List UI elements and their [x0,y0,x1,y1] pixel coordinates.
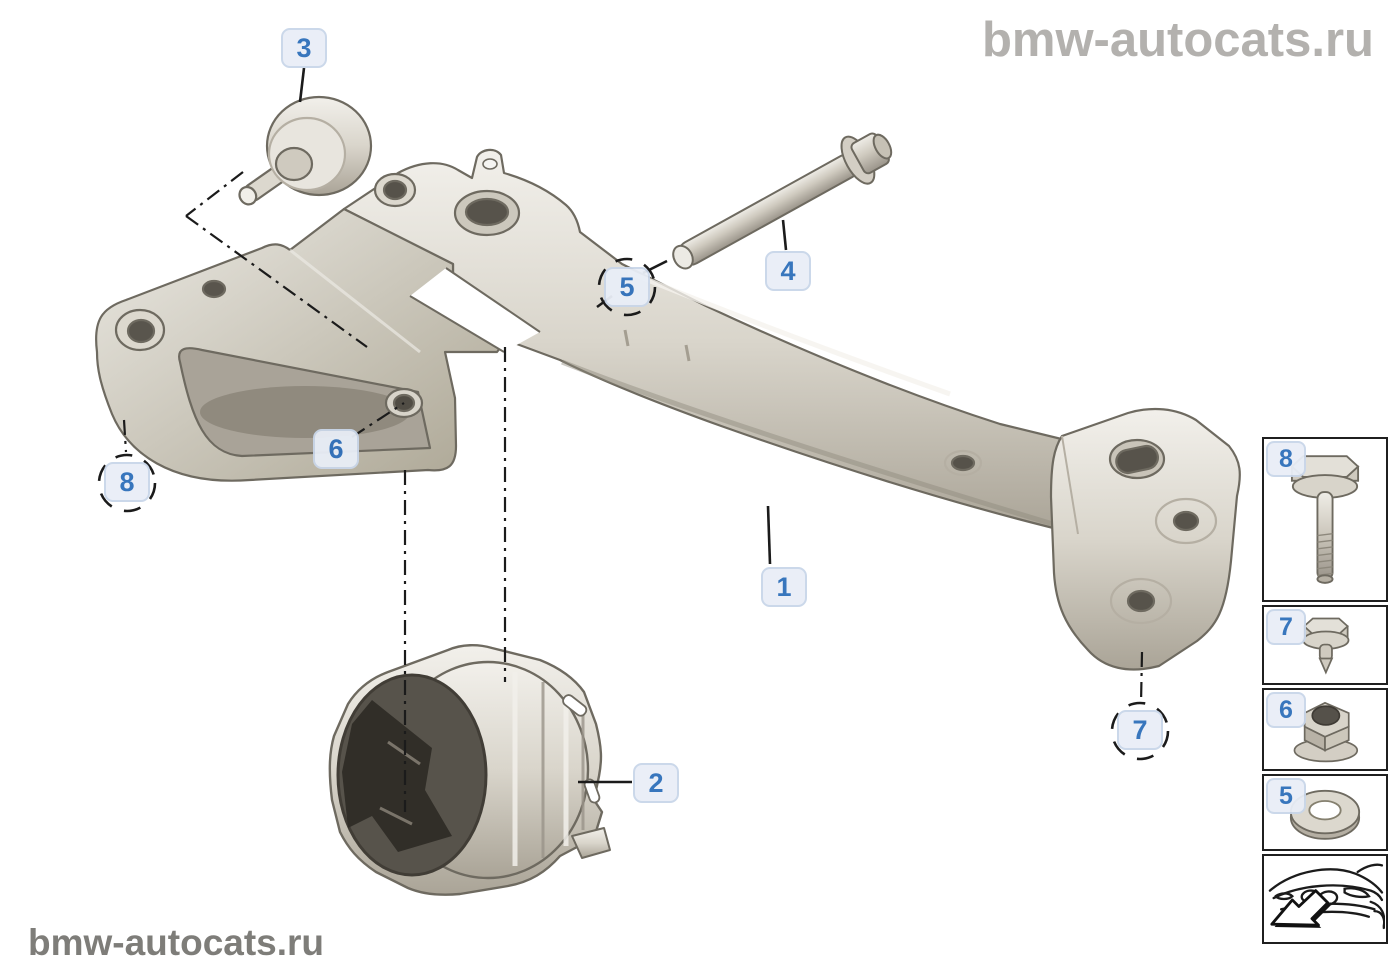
right-mount-plate [1049,407,1241,671]
legend-item-7[interactable]: 7 [1262,605,1388,685]
left-support-bracket [95,207,508,482]
watermark-top-right: bmw-autocats.ru [981,13,1374,67]
grommet-part-3 [238,95,373,206]
legend-panel: 8 7 [1262,437,1388,947]
bracket-beam-notch [409,267,541,353]
legend-item-5[interactable]: 5 [1262,774,1388,851]
crossmember-beam-part-1 [342,148,1084,536]
callout-3[interactable]: 3 [281,28,327,68]
legend-badge-7: 7 [1266,609,1306,645]
legend-badge-6: 6 [1266,692,1306,728]
washer-icon [1289,789,1361,840]
flange-nut-icon [1293,701,1359,762]
callout-8[interactable]: 8 [104,462,150,502]
callout-6[interactable]: 6 [313,429,359,469]
legend-badge-5: 5 [1266,778,1306,814]
legend-badge-8: 8 [1266,441,1306,477]
callout-7[interactable]: 7 [1117,710,1163,750]
legend-item-8[interactable]: 8 [1262,437,1388,602]
watermark-bottom-left: bmw-autocats.ru [28,922,325,963]
callout-2[interactable]: 2 [633,763,679,803]
body-bolt-icon [1302,617,1350,675]
legend-item-6[interactable]: 6 [1262,688,1388,771]
callout-4[interactable]: 4 [765,251,811,291]
car-direction-icon [1268,863,1385,930]
legend-item-car [1262,854,1388,944]
mount-bolt-part-4 [672,132,893,270]
assembly-lines [122,171,1144,812]
callout-1[interactable]: 1 [761,567,807,607]
callout-5[interactable]: 5 [604,267,650,307]
transmission-mount-part-2 [328,644,611,896]
highlight-circles [97,257,1170,761]
